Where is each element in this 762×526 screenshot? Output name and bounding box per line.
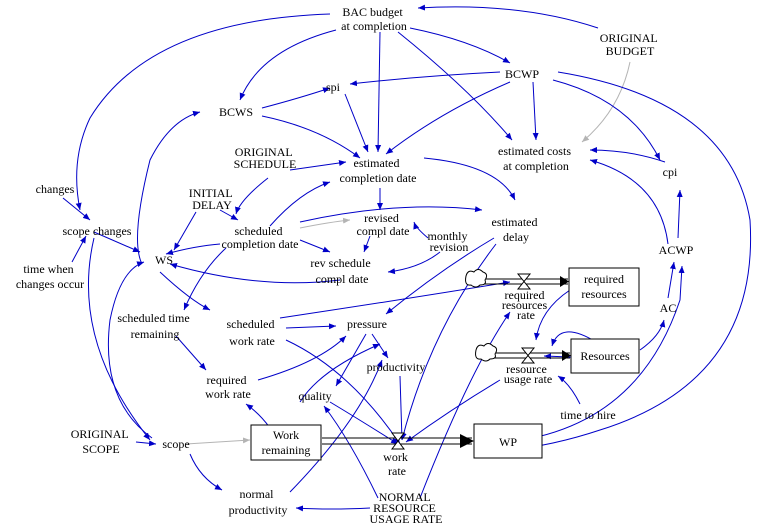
var-ws: WS — [155, 253, 173, 267]
var-estimated-costs: estimated costs at completion — [498, 144, 574, 173]
var-required-work-rate: required work rate — [205, 373, 251, 401]
stock-required-resources — [568, 267, 640, 307]
var-normal-productivity: normal productivity — [229, 487, 288, 517]
var-original-budget: ORIGINAL BUDGET — [600, 31, 661, 58]
var-rev-schedule-compl-date: rev schedule compl date — [310, 256, 373, 286]
stock-label: required — [584, 272, 624, 286]
var-acwp: ACWP — [659, 243, 694, 257]
var-scope: scope — [162, 437, 189, 451]
var-bcws: BCWS — [219, 105, 253, 119]
cloud-source-icon — [475, 343, 498, 362]
var-pressure: pressure — [347, 317, 387, 331]
stock-label: resources — [581, 287, 627, 301]
stock-label: remaining — [262, 443, 311, 457]
var-cpi: cpi — [663, 165, 678, 179]
var-initial-delay: INITIAL DELAY — [189, 186, 236, 212]
var-scheduled-time-remaining: scheduled time remaining — [117, 311, 192, 341]
var-normal-resource-usage-rate: NORMAL RESOURCE USAGE RATE — [369, 490, 442, 526]
causal-links — [62, 4, 752, 512]
stock-label: Resources — [580, 349, 630, 363]
var-scope-changes: scope changes — [63, 224, 132, 238]
var-time-when-changes-occur: time when changes occur — [16, 262, 84, 291]
var-work-rate: work rate — [383, 450, 411, 478]
stock-resources — [570, 338, 640, 374]
resource-usage-rate-valve — [520, 347, 536, 364]
var-resource-usage-rate: resource usage rate — [504, 362, 552, 386]
stock-work-remaining — [250, 424, 322, 461]
var-original-schedule: ORIGINAL SCHEDULE — [234, 145, 297, 171]
var-bcwp: BCWP — [505, 67, 539, 81]
var-estimated-completion-date: estimated completion date — [340, 156, 417, 185]
work-rate-valve — [391, 432, 405, 450]
stock-label: Work — [273, 428, 299, 442]
stocks: required resources Resources Work remain… — [250, 267, 640, 461]
var-ac: AC — [660, 301, 677, 315]
var-bac-budget: BAC budget at completion — [341, 5, 407, 33]
variables: BAC budget at completion ORIGINAL BUDGET… — [16, 5, 694, 526]
var-productivity: productivity — [367, 360, 426, 374]
var-scheduled-work-rate: scheduled work rate — [227, 317, 278, 348]
var-estimated-delay: estimated delay — [492, 215, 541, 244]
var-revised-compl-date: revised compl date — [357, 211, 410, 238]
var-original-scope: ORIGINAL SCOPE — [71, 427, 132, 456]
material-flows — [322, 269, 571, 450]
required-resources-rate-valve — [516, 273, 532, 290]
var-quality: quality — [298, 389, 331, 403]
stock-label: WP — [499, 435, 517, 449]
stock-wp — [473, 423, 543, 459]
var-required-resources-rate: required resources rate — [502, 288, 550, 322]
var-time-to-hire: time to hire — [560, 408, 615, 422]
var-scheduled-completion-date: scheduled completion date — [222, 224, 299, 251]
var-changes: changes — [36, 182, 75, 196]
var-monthly-revision: monthly revision — [427, 229, 470, 254]
cloud-source-icon — [465, 269, 488, 288]
var-spi: spi — [326, 80, 341, 94]
